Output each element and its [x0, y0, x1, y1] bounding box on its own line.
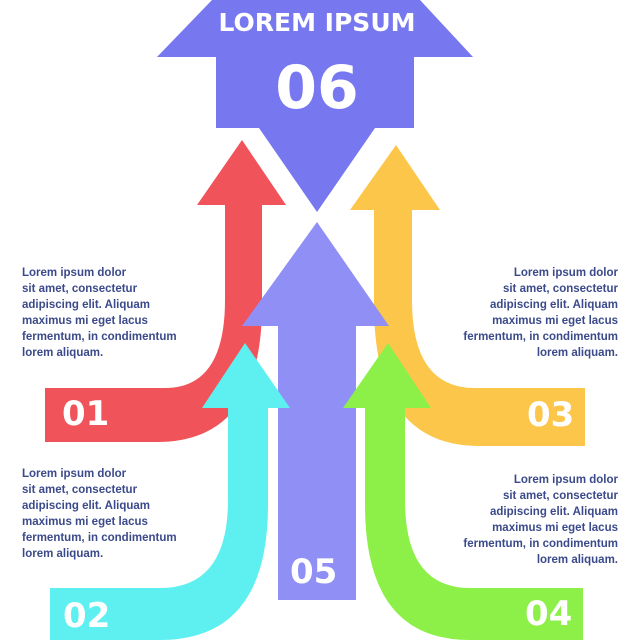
text-line: adipiscing elit. Aliquam [489, 506, 618, 518]
text-line: Lorem ipsum dolor [22, 468, 127, 480]
text-line: maximus mi eget lacus [492, 315, 618, 327]
text-line: maximus mi eget lacus [22, 516, 148, 528]
text-line: adipiscing elit. Aliquam [22, 500, 151, 512]
text-line: fermentum, in condimentum [22, 331, 177, 343]
text-line: lorem aliquam. [22, 347, 104, 359]
text-line: adipiscing elit. Aliquam [22, 299, 151, 311]
text-block-top-left: Lorem ipsum dolor sit amet, consectetur … [22, 265, 222, 361]
header-number: 06 [275, 53, 359, 123]
text-line: sit amet, consectetur [22, 484, 138, 496]
text-line: lorem aliquam. [536, 347, 618, 359]
text-line: Lorem ipsum dolor [513, 474, 618, 486]
text-block-bottom-right: Lorem ipsum dolor sit amet, consectetur … [418, 472, 618, 568]
arrow-04-number: 04 [525, 594, 572, 634]
arrow-01-shaft [45, 140, 286, 442]
arrow-03-shaft [350, 145, 585, 446]
text-line: sit amet, consectetur [502, 283, 618, 295]
text-line: lorem aliquam. [536, 554, 618, 566]
arrow-05-shaft [242, 222, 389, 600]
arrow-04-shaft [343, 343, 583, 640]
arrow-02-number: 02 [63, 596, 110, 636]
text-line: adipiscing elit. Aliquam [489, 299, 618, 311]
text-block-bottom-left: Lorem ipsum dolor sit amet, consectetur … [22, 466, 222, 562]
text-block-top-right: Lorem ipsum dolor sit amet, consectetur … [418, 265, 618, 361]
text-line: sit amet, consectetur [22, 283, 138, 295]
text-line: fermentum, in condimentum [463, 331, 618, 343]
arrow-03-number: 03 [527, 395, 574, 435]
header-arrow-shape [157, 0, 473, 212]
arrow-04: 04 [343, 343, 583, 640]
text-line: Lorem ipsum dolor [22, 267, 127, 279]
text-line: maximus mi eget lacus [22, 315, 148, 327]
header-title: LOREM IPSUM [218, 8, 415, 37]
arrow-02-shaft [50, 343, 290, 640]
arrow-05: 05 [242, 222, 389, 600]
text-line: Lorem ipsum dolor [513, 267, 618, 279]
text-line: maximus mi eget lacus [492, 522, 618, 534]
text-line: fermentum, in condimentum [463, 538, 618, 550]
arrow-01: 01 [45, 140, 286, 442]
text-line: fermentum, in condimentum [22, 532, 177, 544]
arrow-02: 02 [50, 343, 290, 640]
text-line: sit amet, consectetur [502, 490, 618, 502]
text-line: lorem aliquam. [22, 548, 104, 560]
arrow-01-number: 01 [62, 394, 109, 434]
arrow-03: 03 [350, 145, 585, 446]
header-arrow-06: LOREM IPSUM 06 [157, 0, 473, 212]
arrow-05-number: 05 [290, 552, 337, 592]
